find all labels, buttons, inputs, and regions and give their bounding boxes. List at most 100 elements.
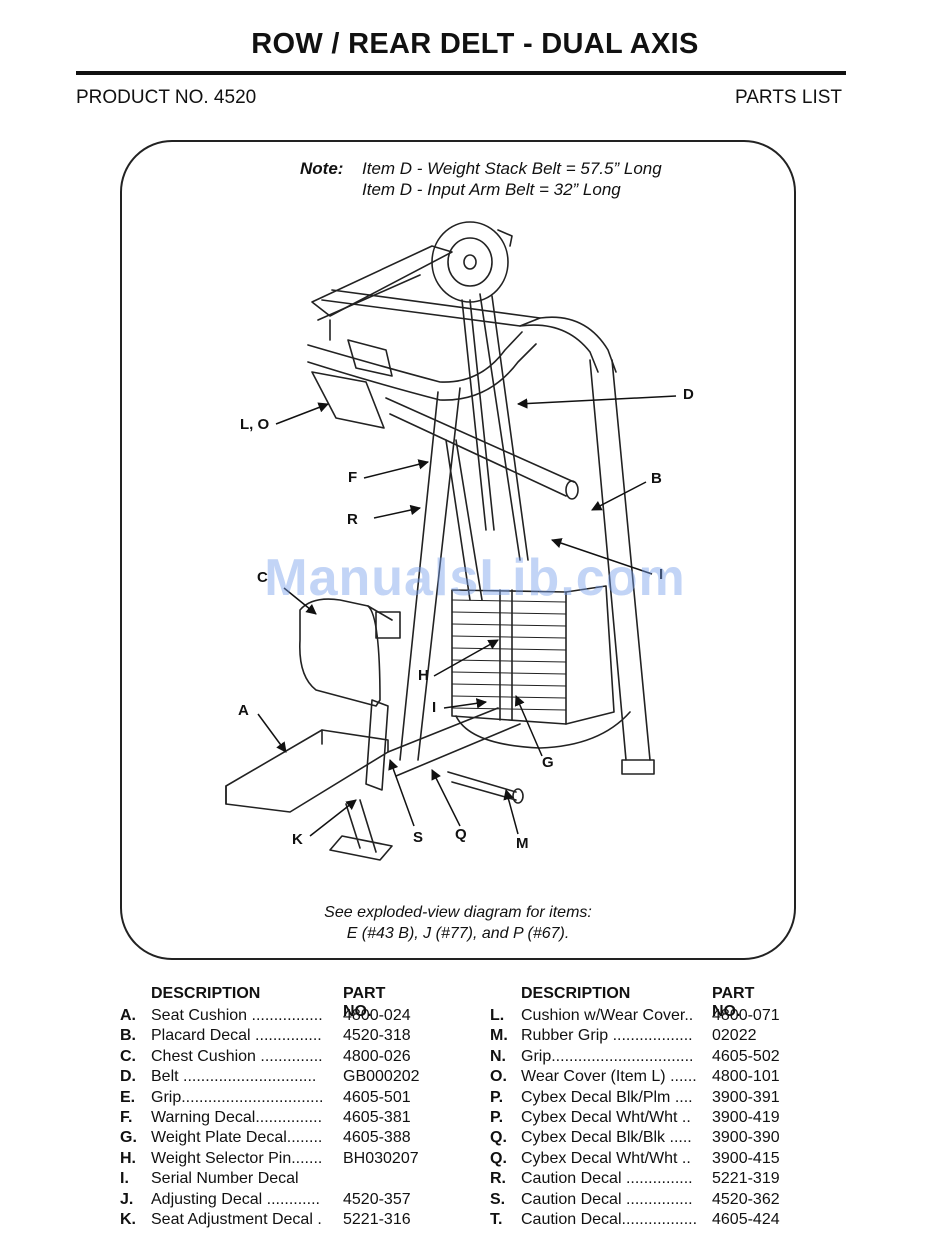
note-line-1: Item D - Weight Stack Belt = 57.5” Long — [362, 159, 662, 178]
item-description: Cybex Decal Blk/Plm .... — [521, 1088, 693, 1106]
item-part-no: 3900-391 — [712, 1088, 780, 1106]
item-description: Cushion w/Wear Cover.. — [521, 1007, 694, 1024]
item-letter: P. — [490, 1088, 504, 1106]
description-header: DESCRIPTION — [521, 985, 631, 1002]
belt-note: Note: Item D - Weight Stack Belt = 57.5” … — [300, 158, 662, 200]
page-title: ROW / REAR DELT - DUAL AXIS — [251, 28, 699, 60]
item-letter: P. — [490, 1108, 504, 1126]
item-part-no: 4520-362 — [712, 1190, 780, 1208]
item-part-no: 4800-071 — [712, 1007, 780, 1024]
item-description: Seat Cushion ................ — [151, 1007, 323, 1024]
item-description: Placard Decal ............... — [151, 1027, 322, 1045]
item-part-no: 4800-024 — [343, 1007, 411, 1024]
item-letter: H. — [120, 1149, 136, 1167]
callout-h: H — [418, 667, 429, 684]
item-description: Serial Number Decal — [151, 1170, 299, 1188]
rear-upright — [589, 359, 651, 761]
item-part-no: 5221-319 — [712, 1170, 780, 1188]
seat-post — [365, 699, 389, 791]
callout-c: C — [257, 569, 268, 586]
handle-pad — [311, 371, 385, 429]
item-letter: C. — [120, 1047, 136, 1065]
item-description: Chest Cushion .............. — [151, 1047, 323, 1065]
item-part-no: 02022 — [712, 1027, 757, 1045]
item-description: Cybex Decal Blk/Blk ..... — [521, 1129, 692, 1147]
item-part-no: 5221-316 — [343, 1210, 411, 1228]
callout-l-o: L, O — [240, 416, 270, 433]
item-letter: Q. — [490, 1149, 507, 1167]
callout-g: G — [542, 754, 554, 771]
callout-i-lower: I — [432, 699, 437, 716]
parts-list-label: PARTS LIST — [735, 87, 842, 108]
item-part-no: 4605-501 — [343, 1088, 411, 1106]
item-letter: O. — [490, 1068, 507, 1086]
base-beam — [387, 707, 521, 777]
item-letter: K. — [120, 1210, 136, 1228]
item-description: Warning Decal............... — [151, 1108, 323, 1126]
item-description: Adjusting Decal ............ — [151, 1190, 320, 1208]
belt — [479, 293, 529, 561]
item-letter: L. — [490, 1007, 505, 1024]
item-description: Weight Plate Decal........ — [151, 1129, 323, 1147]
item-part-no: 4800-026 — [343, 1047, 411, 1065]
input-arm-frame — [311, 245, 453, 317]
callout-f: F — [348, 469, 358, 486]
item-description: Weight Selector Pin....... — [151, 1149, 323, 1167]
item-letter: A. — [120, 1007, 136, 1024]
item-letter: I. — [120, 1170, 129, 1188]
front-upright — [399, 387, 461, 761]
footnote-line-1: See exploded-view diagram for items: — [324, 904, 592, 921]
title-rule — [76, 71, 846, 75]
chest-pad — [299, 598, 381, 707]
item-part-no: 4520-318 — [343, 1027, 411, 1045]
callout-m: M — [516, 835, 529, 852]
item-part-no: 4520-357 — [343, 1190, 411, 1208]
item-letter: G. — [120, 1129, 137, 1147]
watermark: ManualsLib.com — [264, 549, 686, 607]
seat-cushion — [225, 729, 389, 813]
product-number: PRODUCT NO. 4520 — [76, 87, 257, 108]
pulley-cam — [431, 221, 509, 303]
machine-illustration — [225, 221, 677, 861]
item-letter: F. — [120, 1108, 133, 1126]
item-letter: B. — [120, 1027, 136, 1045]
item-letter: S. — [490, 1190, 506, 1208]
item-letter: J. — [120, 1190, 134, 1208]
note-label: Note: — [300, 159, 344, 178]
footnote-line-2: E (#43 B), J (#77), and P (#67). — [346, 925, 570, 942]
illustration-frame — [120, 140, 796, 960]
item-description: Cybex Decal Wht/Wht .. — [521, 1108, 691, 1126]
item-description: Seat Adjustment Decal . — [151, 1210, 322, 1228]
item-part-no: 4800-101 — [712, 1068, 780, 1086]
callout-r: R — [347, 511, 358, 528]
description-header: DESCRIPTION — [151, 985, 261, 1002]
item-description: Rubber Grip .................. — [521, 1027, 693, 1045]
item-description: Cybex Decal Wht/Wht .. — [521, 1149, 691, 1167]
item-letter: R. — [490, 1170, 506, 1188]
callout-q: Q — [455, 826, 467, 843]
item-description: Caution Decal................. — [521, 1210, 698, 1228]
item-part-no: 3900-419 — [712, 1108, 780, 1126]
item-description: Belt .............................. — [151, 1068, 317, 1086]
item-description: Wear Cover (Item L) ...... — [521, 1068, 697, 1086]
item-part-no: 3900-415 — [712, 1149, 780, 1167]
exploded-view-note: See exploded-view diagram for items: E (… — [120, 902, 796, 944]
item-letter: Q. — [490, 1129, 507, 1147]
item-part-no: BH030207 — [343, 1149, 419, 1167]
item-part-no: 4605-388 — [343, 1129, 411, 1147]
item-description: Grip................................ — [151, 1088, 324, 1106]
note-line-2: Item D - Input Arm Belt = 32” Long — [362, 180, 621, 199]
item-part-no: 4605-381 — [343, 1108, 411, 1126]
callout-a: A — [238, 702, 249, 719]
part-no-header: PART NO. — [343, 985, 386, 1020]
item-description: Caution Decal ............... — [521, 1190, 693, 1208]
item-letter: M. — [490, 1027, 508, 1045]
callout-s: S — [413, 829, 424, 846]
item-part-no: 3900-390 — [712, 1129, 780, 1147]
item-description: Caution Decal ............... — [521, 1170, 693, 1188]
callout-b: B — [651, 470, 662, 487]
part-no-header: PART NO. — [712, 985, 755, 1020]
item-part-no: 4605-502 — [712, 1047, 780, 1065]
item-letter: N. — [490, 1047, 506, 1065]
diagonal-tube — [385, 397, 575, 497]
